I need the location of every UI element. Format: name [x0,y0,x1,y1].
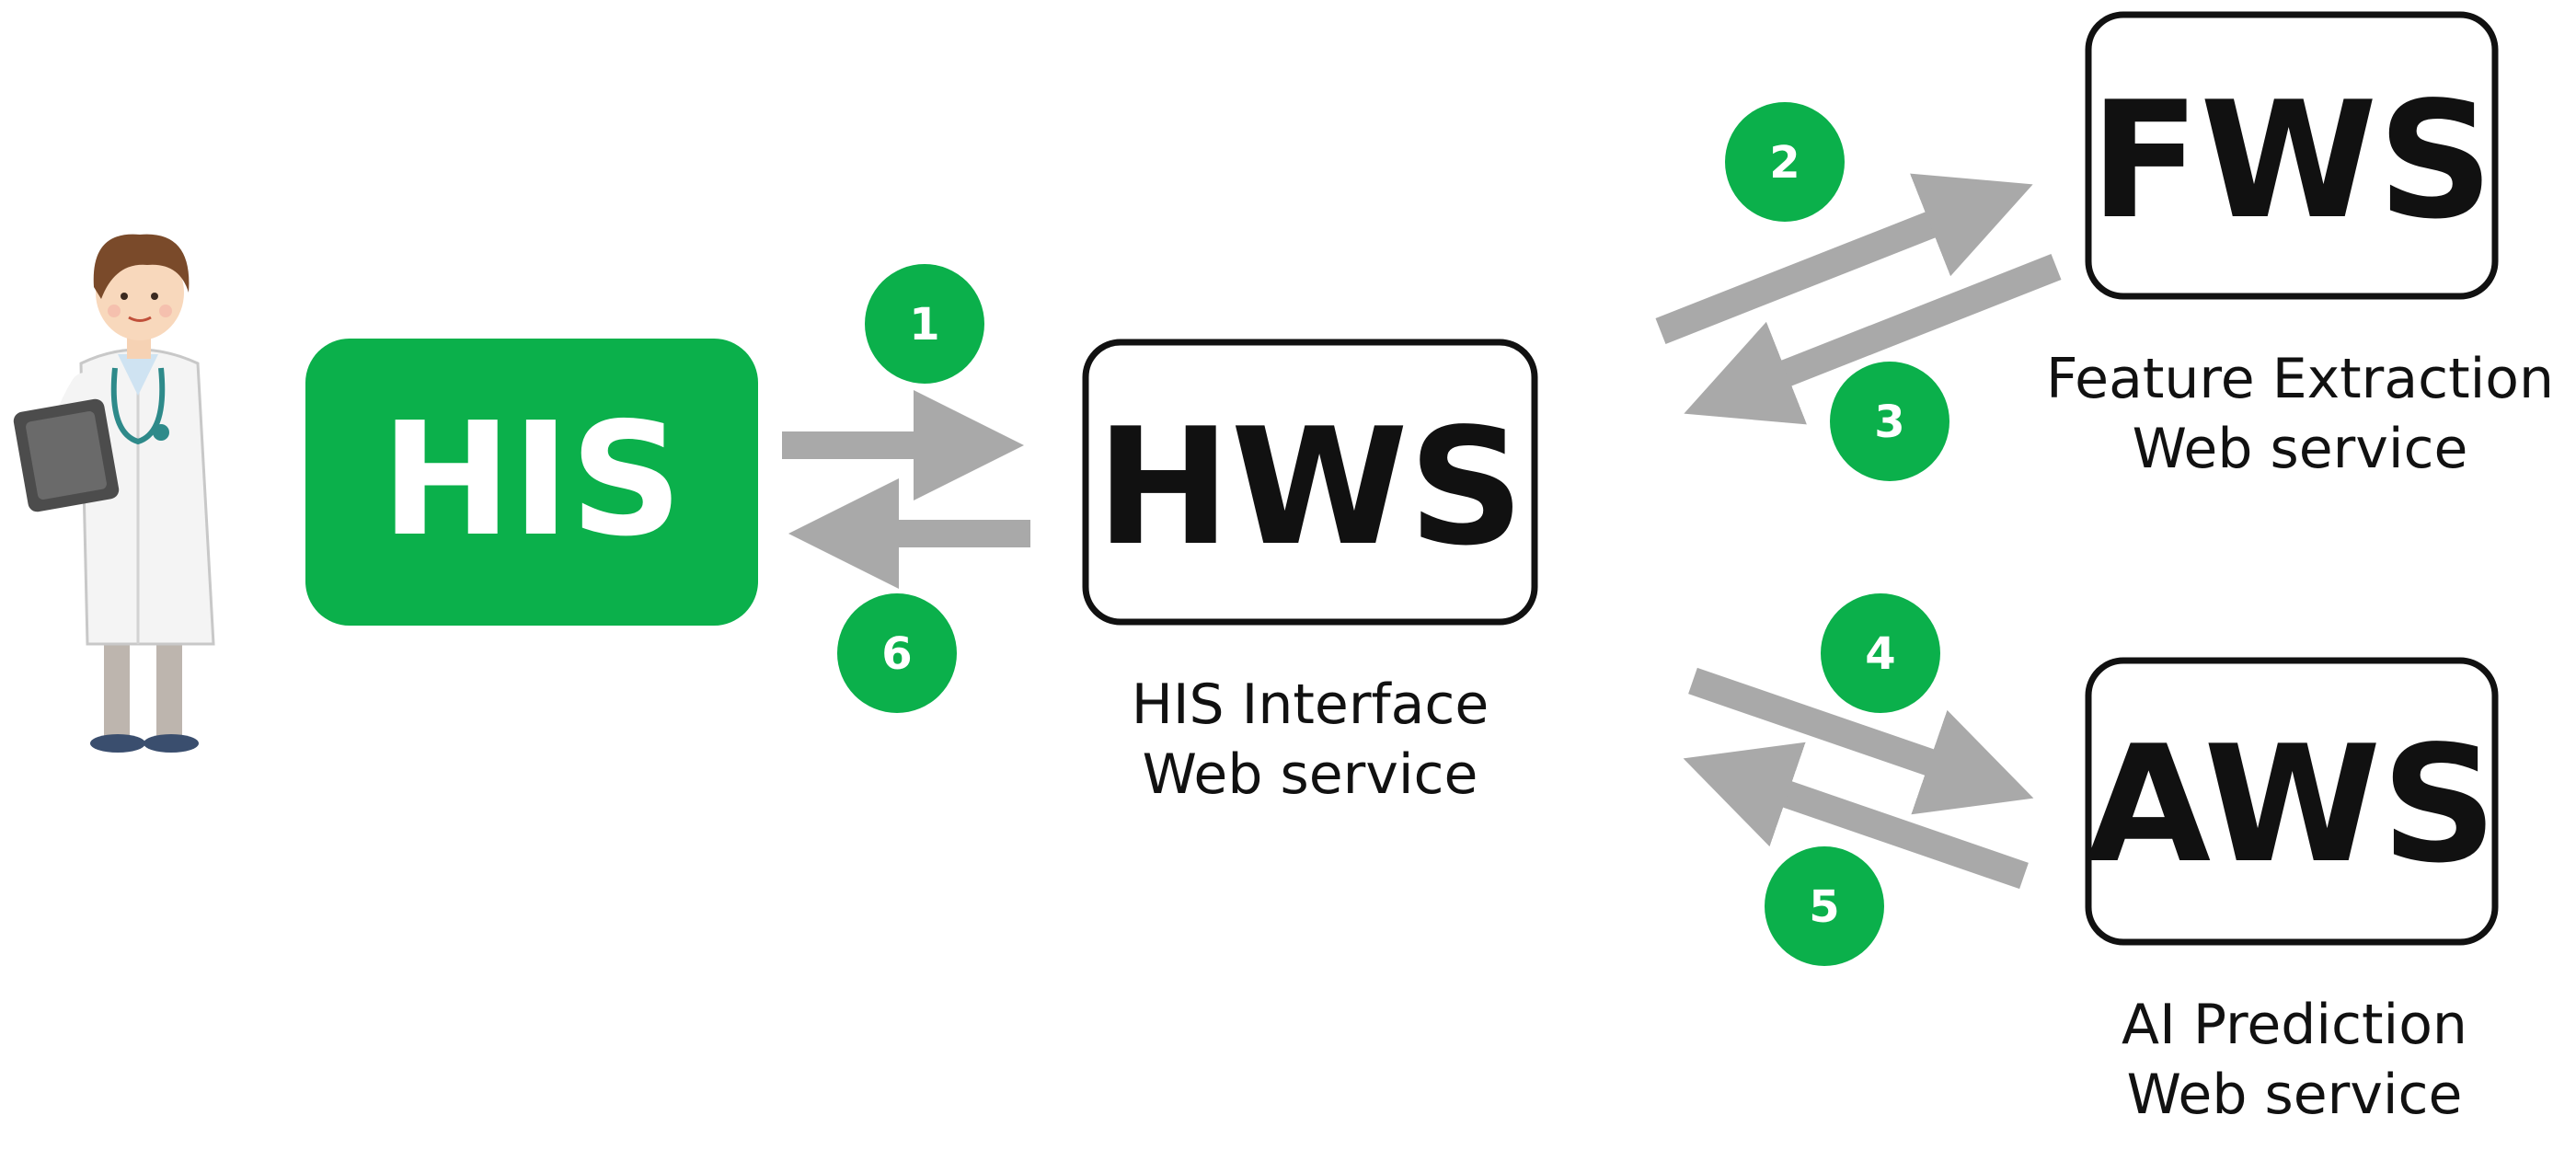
aws-caption-line2: Web service [2127,1063,2463,1127]
step-badge-6: 6 [837,593,957,713]
step-badge-1: 1 [865,264,984,384]
step-badge-4: 4 [1821,593,1940,713]
aws-node: AWS AI Prediction Web service [2085,657,2499,1127]
step-badge-2: 2 [1725,102,1845,222]
step-badge-5: 5 [1765,846,1884,966]
fws-caption-line1: Feature Extraction [2046,347,2554,411]
arrow-hws-to-fws [1655,173,2033,344]
hws-caption-line1: HIS Interface [1132,673,1489,737]
step-number: 3 [1874,397,1904,448]
aws-label: AWS [2087,712,2498,899]
hws-caption-line2: Web service [1143,742,1478,807]
arrow-fws-to-hws [1684,254,2062,425]
step-number: 6 [881,628,912,680]
hws-label: HWS [1096,395,1524,581]
step-number: 4 [1865,628,1895,680]
step-badges: 1 2 3 4 5 6 [837,102,1949,966]
arrow-hws-to-aws [1688,667,2034,815]
step-number: 1 [909,299,939,351]
arrow-aws-to-hws [1683,742,2029,890]
doctor-with-clipboard-icon [13,234,215,753]
step-number: 2 [1769,137,1800,189]
his-label: HIS [381,389,683,571]
step-badge-3: 3 [1830,362,1949,481]
fws-caption-line2: Web service [2133,417,2468,481]
hws-node: HWS HIS Interface Web service [1082,339,1538,807]
his-node: HIS [305,339,758,626]
fws-node: FWS Feature Extraction Web service [2046,11,2554,481]
step-number: 5 [1809,881,1839,933]
aws-caption-line1: AI Prediction [2122,993,2467,1057]
flow-arrows [782,173,2062,890]
fws-label: FWS [2090,68,2494,255]
